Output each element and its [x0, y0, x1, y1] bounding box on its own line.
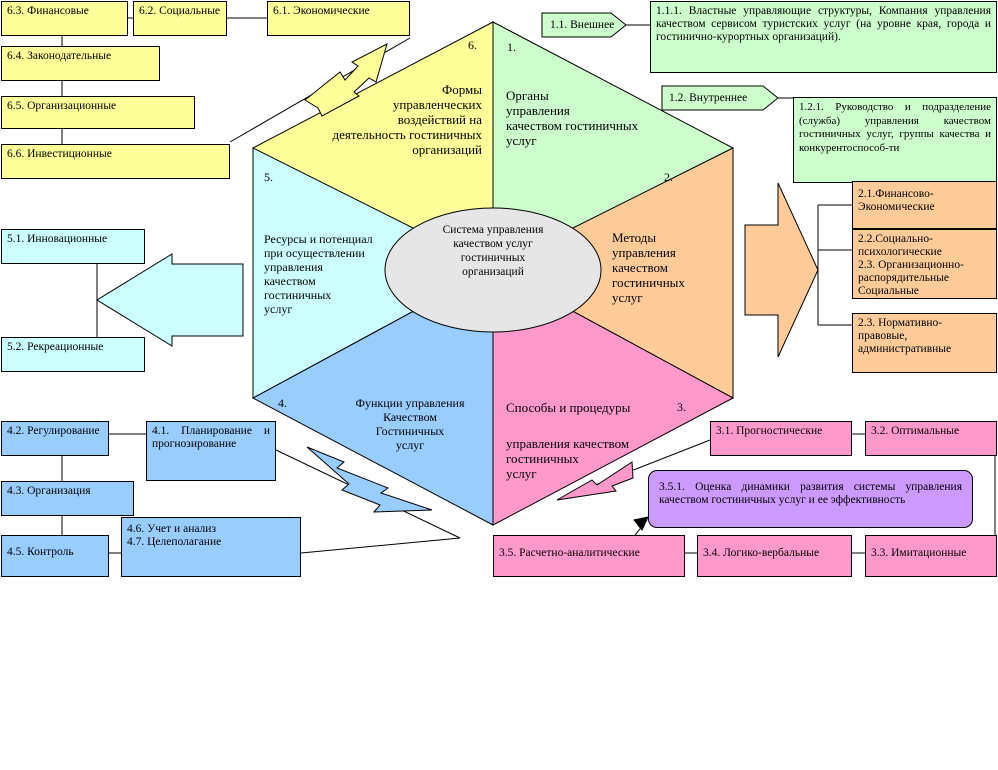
- box-5-1: 5.1. Инновационные: [1, 229, 145, 264]
- segment-6-number: 6.: [468, 38, 477, 52]
- center-ellipse: [384, 207, 602, 333]
- box-1-1-1: 1.1.1. Властные управляющие структуры, К…: [650, 1, 997, 73]
- center-label: Система управления качеством услуг гости…: [442, 224, 544, 278]
- arrowhead-icon: [633, 516, 649, 531]
- segment-5-label: Ресурсы и потенциал при осуществлении уп…: [264, 232, 373, 316]
- cyan-arrow-icon: [96, 253, 244, 347]
- box-6-1: 6.1. Экономические: [267, 1, 410, 36]
- arrows: [96, 12, 819, 531]
- callout-11: 1.1. Внешнее: [550, 19, 615, 31]
- segment-3-number: 3.: [677, 400, 686, 414]
- segment-2-number: 2.: [664, 170, 673, 184]
- box-6-5: 6.5. Организационные: [1, 96, 195, 129]
- box-2-2: 2.2.Социально-психологические 2.3. Орган…: [852, 229, 997, 299]
- box-5-2: 5.2. Рекреационные: [1, 337, 145, 372]
- box-6-3: 6.3. Финансовые: [1, 1, 128, 36]
- box-4-6: 4.6. Учет и анализ 4.7. Целеполагание: [121, 517, 301, 577]
- box-6-6: 6.6. Инвестиционные: [1, 144, 230, 179]
- box-4-2: 4.2. Регулирование: [1, 421, 109, 456]
- box-4-5: 4.5. Контроль: [1, 535, 109, 577]
- callout-12-shape: [661, 85, 779, 111]
- box-2-1: 2.1.Финансово-Экономические: [852, 181, 997, 229]
- box-3-5-1: 3.5.1. Оценка динамики развития системы …: [648, 470, 973, 528]
- box-3-2: 3.2. Оптимальные: [865, 421, 997, 456]
- segment-6-label: Формы управленческих воздействий на деят…: [332, 82, 482, 157]
- segment-1-number: 1.: [507, 40, 516, 54]
- segment-5: [252, 147, 495, 399]
- callout-12: 1.2. Внутреннее: [669, 92, 748, 104]
- box-1-2-1: 1.2.1. Руководство и подразделение (служ…: [793, 97, 997, 183]
- blue-arrow-icon: [306, 446, 433, 513]
- box-4-1: 4.1. Планирование и прогнозирование: [146, 421, 276, 481]
- segment-3-label: управления качеством гостиничных услуг: [506, 436, 630, 481]
- segment-3-label-top: Способы и процедуры: [506, 400, 631, 415]
- pink-arrow-icon: [556, 461, 634, 501]
- box-2-3: 2.3. Нормативно-правовые, административн…: [852, 313, 997, 373]
- segment-1-label: Органы управления качеством гостиничных …: [506, 88, 639, 148]
- orange-arrow-icon: [744, 182, 819, 358]
- box-3-5: 3.5. Расчетно-аналитические: [493, 535, 685, 577]
- box-6-4: 6.4. Законодательные: [1, 46, 160, 81]
- box-3-3: 3.3. Имитационные: [865, 535, 997, 577]
- segment-2-label: Методы управления качеством гостиничных …: [612, 230, 685, 305]
- segment-4-label: Функции управления Качеством Гостиничных…: [355, 396, 465, 452]
- yellow-arrow-icon: [304, 43, 388, 117]
- box-6-2: 6.2. Социальные: [133, 1, 227, 36]
- segment-4-number: 4.: [278, 396, 287, 410]
- box-4-3: 4.3. Организация: [1, 481, 134, 516]
- box-3-4: 3.4. Логико-вербальные: [697, 535, 852, 577]
- callout-11-shape: [541, 12, 627, 38]
- segment-5-number: 5.: [264, 170, 273, 184]
- hexagon-segments: [251, 21, 735, 526]
- box-3-1: 3.1. Прогностические: [710, 421, 852, 456]
